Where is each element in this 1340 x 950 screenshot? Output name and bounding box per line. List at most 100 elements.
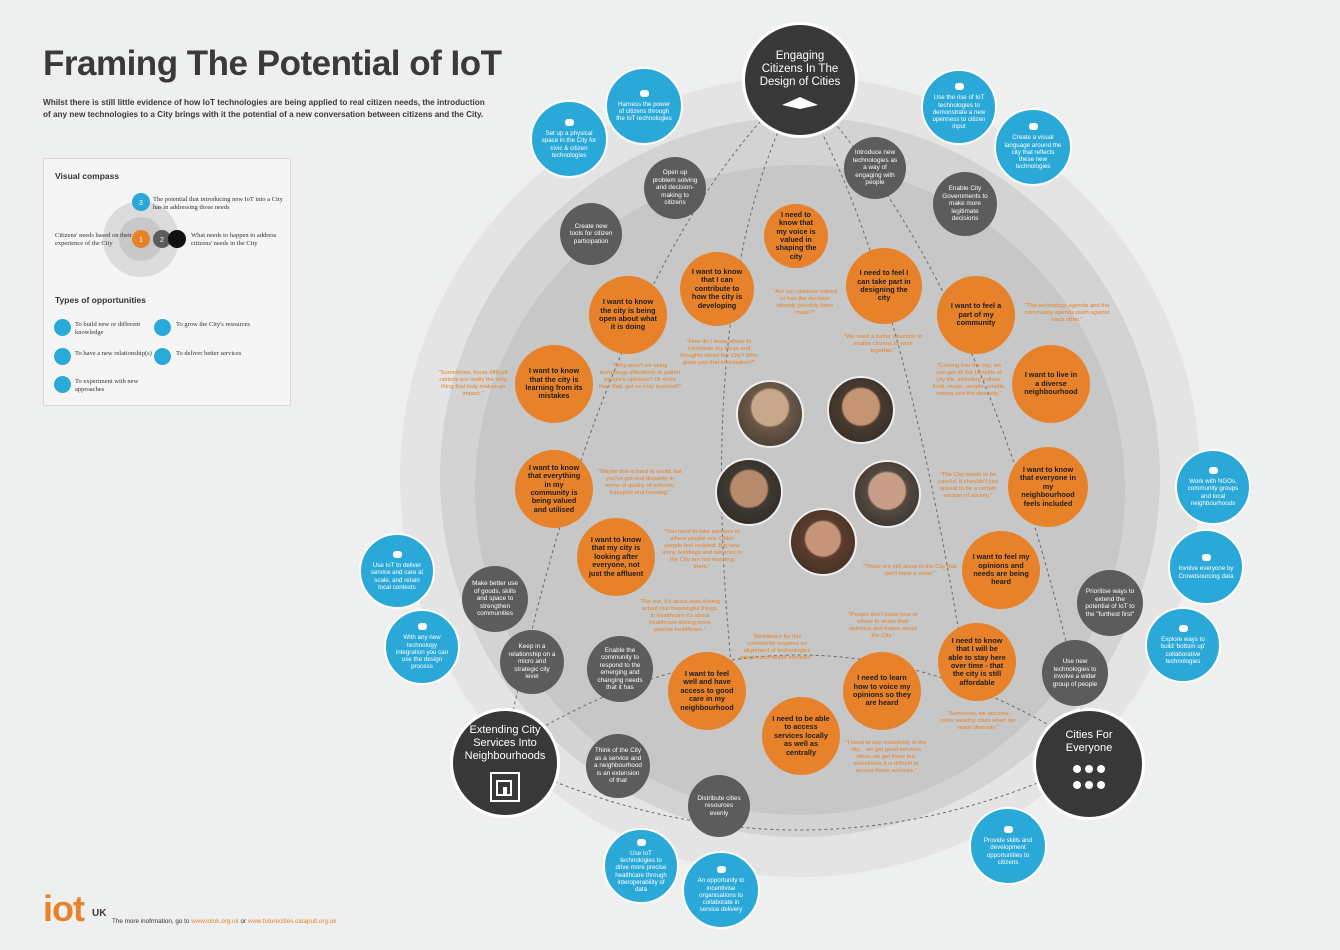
compass-dot-2 (153, 230, 171, 248)
portrait-man-1 (827, 376, 895, 444)
need-everyone-included[interactable]: I want to know that everyone in my neigh… (1008, 447, 1088, 527)
need-part-of-community[interactable]: I want to feel a part of my community (937, 276, 1015, 354)
action-furthest-first[interactable]: Prioritise ways to extend the potential … (1077, 570, 1143, 636)
hub-engaging-citizens[interactable]: Engaging Citizens In The Design of Citie… (742, 22, 858, 138)
opp-visual-language[interactable]: Create a visual language around the city… (994, 108, 1072, 186)
intro-text: Whilst there is still little evidence of… (43, 98, 485, 119)
page-title: Framing The Potential of IoT (43, 44, 502, 83)
quote-wealthy-cities: "Somehow, we become more wealthy cities … (940, 711, 1016, 731)
quote-access-services: "I need to see somebody in the city... w… (845, 740, 927, 774)
need-opinions-heard[interactable]: I want to feel my opinions and needs are… (962, 531, 1040, 609)
action-enable-community[interactable]: Enable the community to respond to the e… (587, 636, 653, 702)
portrait-woman-1 (736, 380, 804, 448)
portrait-man-3 (853, 460, 921, 528)
portrait-man-2 (715, 458, 783, 526)
hub-cities-for-everyone[interactable]: Cities For Everyone (1033, 708, 1145, 820)
need-access-services[interactable]: I need to be able to access services loc… (762, 697, 840, 775)
opp-precise-healthcare[interactable]: Use IoT technologies to drive more preci… (603, 828, 679, 904)
connector-lines (504, 94, 1091, 831)
quote-difficult-options: "Sometimes, those difficult options are … (438, 370, 508, 397)
action-better-use-goods[interactable]: Make better use of goods, skills and spa… (462, 566, 528, 632)
compass-label-1: Citizens' needs based on their experienc… (55, 232, 132, 247)
experiment-icon (417, 623, 427, 631)
action-create-tools[interactable]: Create new tools for citizen participati… (560, 203, 622, 265)
need-good-care[interactable]: I want to feel well and have access to g… (668, 652, 746, 730)
visual-compass-panel: Visual compass 1 2 3 The potential that … (43, 158, 291, 406)
compass-n1: 1 (139, 237, 143, 244)
knowledge-icon (1003, 825, 1013, 833)
action-city-as-service[interactable]: Think of the City as a service and a nei… (586, 734, 650, 798)
need-city-open[interactable]: I want to know the city is being open ab… (589, 276, 667, 354)
quote-areas-no-voice: "There are still areas in the City that … (863, 564, 957, 577)
quote-take-services: "You need to take services to where peop… (662, 529, 742, 570)
resources-icon (1201, 554, 1211, 562)
action-enable-governments[interactable]: Enable City Governments to make more leg… (933, 172, 997, 236)
type-experiment: To experiment with new approaches (75, 378, 139, 393)
compass-dot-1 (132, 230, 150, 248)
opp-crowdsourcing[interactable]: Involve everyone by Crowdsourcing data (1168, 529, 1244, 605)
quote-coming-into-city: "Coming into the city, we can get all th… (932, 363, 1006, 397)
people-icon (1073, 765, 1105, 789)
compass-diagram: 1 2 3 (103, 193, 186, 277)
road-icon (782, 96, 818, 109)
opp-iot-care[interactable]: Use IoT to deliver service and care at s… (359, 533, 435, 609)
services-icon (392, 550, 402, 558)
quote-where-to-contribute: "How do I know where to contribute my id… (680, 339, 758, 366)
need-take-part[interactable]: I need to feel I can take part in design… (846, 248, 922, 324)
compass-title: Visual compass (55, 171, 120, 181)
need-voice-valued[interactable]: I need to know that my voice is valued i… (764, 204, 828, 268)
link-iotuk[interactable]: www.iotuk.org.uk (191, 918, 239, 925)
opp-design-process[interactable]: With any new technology integration you … (384, 609, 460, 685)
relationship-icon (716, 866, 726, 874)
action-keep-relationship[interactable]: Keep in a relationship on a micro and st… (500, 630, 564, 694)
quote-technology-opinions: "Why aren't we using technology effectiv… (599, 363, 681, 390)
opp-harness-citizens[interactable]: Harness the power of citizens through th… (605, 67, 683, 145)
quote-technology-agenda: "The technology agenda and the community… (1024, 303, 1110, 323)
quote-disparity: "Maybe this is hard to avoid, but you've… (598, 469, 682, 496)
type-relationship: To have a new relationship(s) (75, 350, 152, 357)
type-knowledge: To build new or different knowledge (75, 321, 141, 336)
quote-better-structure: "We need a better structure to enable ci… (843, 334, 923, 354)
need-diverse-neighbourhood[interactable]: I want to live in a diverse neighbourhoo… (1012, 345, 1090, 423)
quote-share-opinions: "People don't know how or where to share… (848, 612, 918, 639)
quote-resilience: "Resilience for this community requires … (740, 634, 814, 661)
footer-text: The more inofrmation, go to www.iotuk.or… (112, 918, 337, 925)
knowledge-icon (54, 319, 71, 336)
compass-dot-3 (132, 193, 150, 211)
need-stay-affordable[interactable]: I need to know that I will be able to st… (938, 623, 1016, 701)
need-community-valued[interactable]: I want to know that everything in my com… (515, 450, 593, 528)
opp-physical-space[interactable]: Set up a physical space in the City for … (530, 100, 608, 178)
hub-extending-label: Extending City Services Into Neighbourho… (464, 723, 546, 762)
type-resources: To grow the City's resources (176, 321, 251, 328)
quote-city-careful: "The City needs to be careful, it should… (938, 472, 998, 499)
link-futurecities[interactable]: www.futurecities.catapult.org.uk (247, 918, 337, 925)
compass-dot-black (168, 230, 186, 248)
action-involve-wider-group[interactable]: Use new technologies to involve a wider … (1042, 640, 1108, 706)
resources-icon (639, 89, 649, 97)
compass-n2: 2 (160, 237, 164, 244)
need-contribute[interactable]: I want to know that I can contribute to … (680, 252, 754, 326)
need-city-learning[interactable]: I want to know that the city is learning… (515, 345, 593, 423)
action-distribute-resources[interactable]: Distribute cities resources evenly (688, 775, 750, 837)
iotuk-logo: iot (43, 888, 85, 929)
relationship-icon (54, 348, 71, 365)
opp-incentivise-organisations[interactable]: An opportunity to incentivise organisati… (682, 851, 760, 929)
hub-extending-services[interactable]: Extending City Services Into Neighbourho… (450, 708, 560, 818)
compass-label-3: The potential that introducing new IoT i… (153, 196, 283, 211)
need-city-looking-after[interactable]: I want to know that my city is looking a… (577, 518, 655, 596)
action-introduce-technologies[interactable]: Introduce new technologies as a way of e… (844, 137, 906, 199)
knowledge-icon (564, 118, 574, 126)
compass-n3: 3 (139, 200, 143, 207)
services-icon (636, 838, 646, 846)
resources-icon (154, 319, 171, 336)
opp-skills-development[interactable]: Provide skills and development opportuni… (969, 807, 1047, 885)
opp-new-openness[interactable]: Use the rise of IoT technologies to demo… (921, 69, 997, 145)
services-icon (154, 348, 171, 365)
experiment-icon (1178, 624, 1188, 632)
iotuk-logo-suffix: UK (92, 908, 107, 919)
opp-bottom-up[interactable]: Explore ways to build 'bottom up' collab… (1145, 607, 1221, 683)
opp-work-with-ngos[interactable]: Work with NGOs, community groups and loc… (1175, 449, 1251, 525)
neighbourhood-icon (490, 771, 520, 802)
need-voice-opinions[interactable]: I need to learn how to voice my opinions… (843, 652, 921, 730)
action-open-problem-solving[interactable]: Open up problem solving and decision-mak… (644, 157, 706, 219)
